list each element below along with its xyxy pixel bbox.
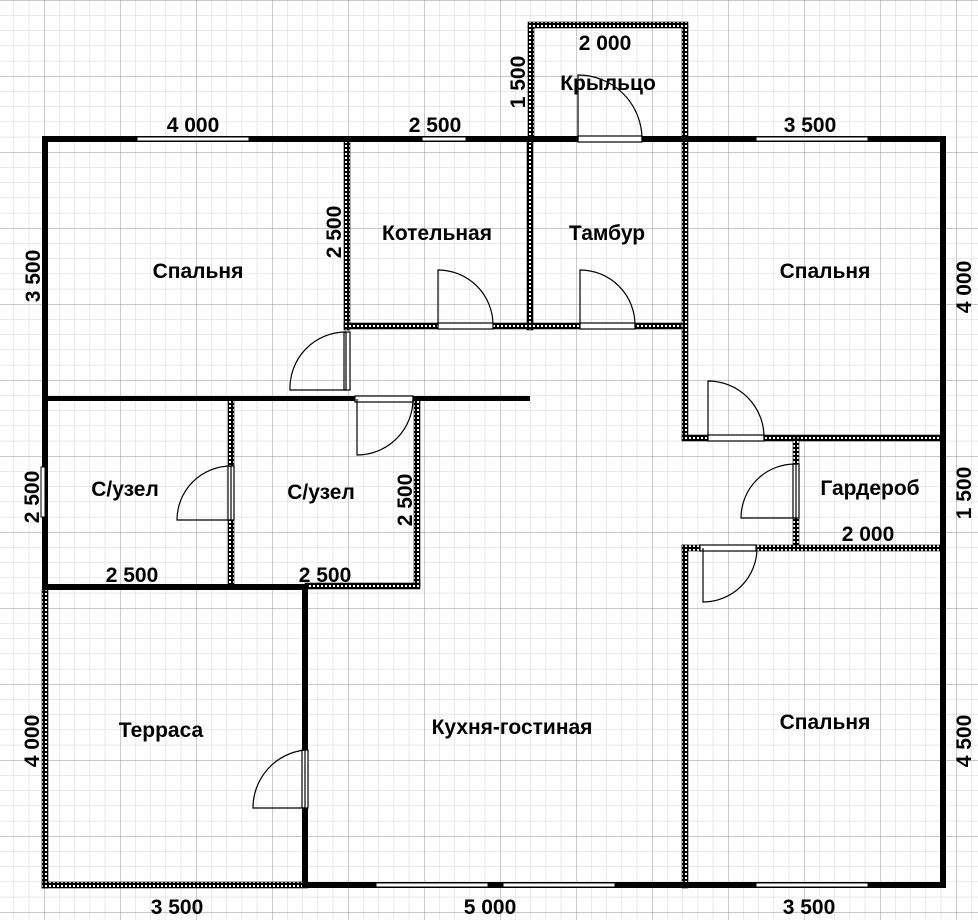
dim-right-se-bedroom: 4 500 (953, 715, 976, 768)
room-label-boiler: Котельная (382, 222, 492, 245)
dim-bathroom-1-width: 2 500 (106, 564, 159, 587)
dim-porch-depth: 1 500 (507, 56, 530, 109)
dim-left-terrace: 4 000 (21, 715, 44, 768)
exterior-walls (42, 136, 946, 888)
room-label-bedroom-nw: Спальня (153, 260, 244, 283)
dim-bathroom-2-width: 2 500 (299, 564, 352, 587)
dim-top-nw-bedroom: 4 000 (167, 114, 220, 137)
dim-right-ne-bedroom: 4 000 (953, 261, 976, 314)
room-label-vestibule: Тамбур (569, 222, 645, 245)
dim-left-bathroom: 2 500 (21, 471, 44, 524)
dim-boiler-depth: 2 500 (323, 206, 346, 259)
doors (176, 74, 800, 809)
room-label-kitchen-living: Кухня-гостиная (432, 716, 593, 739)
dim-bottom-kitchen: 5 000 (464, 896, 517, 919)
room-label-terrace: Терраса (119, 719, 204, 742)
room-label-porch: Крыльцо (560, 72, 656, 95)
room-labels: Спальня Котельная Тамбур Крыльцо Спальня… (91, 72, 919, 742)
dim-top-ne-bedroom: 3 500 (784, 114, 837, 137)
windows (40, 136, 869, 888)
dim-top-boiler: 2 500 (409, 114, 462, 137)
dim-left-nw-bedroom: 3 500 (22, 250, 45, 303)
room-label-bedroom-ne: Спальня (780, 260, 871, 283)
room-label-wardrobe: Гардероб (820, 477, 919, 500)
dim-wardrobe-depth: 1 500 (953, 467, 976, 520)
dim-bottom-se-bedroom: 3 500 (783, 896, 836, 919)
room-label-bathroom-1: С/узел (91, 478, 159, 501)
dim-bottom-terrace: 3 500 (151, 896, 204, 919)
dimension-labels-vertical: 1 500 3 500 2 500 4 000 2 500 2 500 1 50… (21, 56, 976, 768)
dim-bathroom-2-depth: 2 500 (394, 474, 417, 527)
dimension-labels-horizontal: 4 000 2 500 2 000 3 500 2 500 2 500 2 00… (106, 32, 895, 919)
dim-porch-width: 2 000 (579, 32, 632, 55)
room-label-bedroom-se: Спальня (780, 711, 871, 734)
dim-wardrobe-width: 2 000 (842, 523, 895, 546)
room-label-bathroom-2: С/узел (287, 481, 355, 504)
